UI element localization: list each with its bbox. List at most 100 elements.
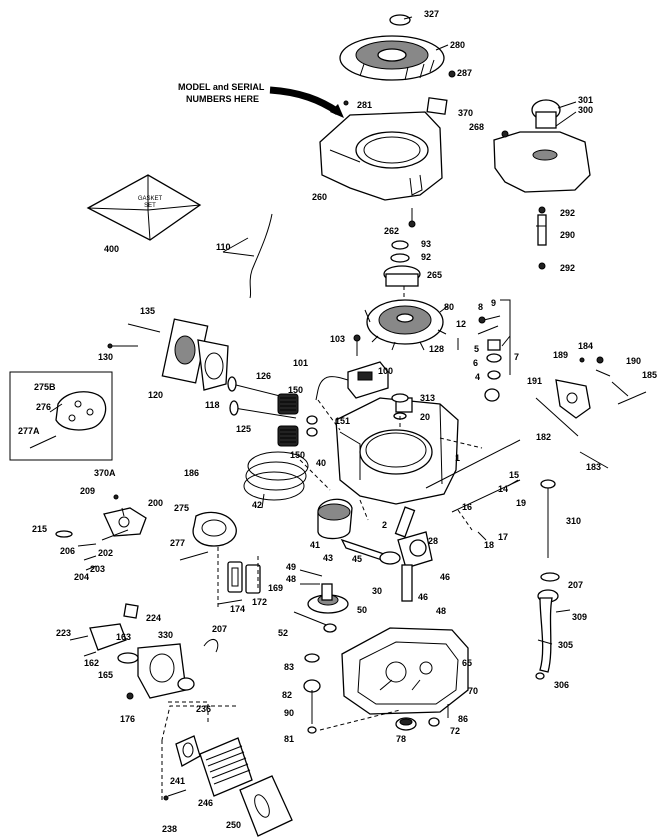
model-serial-note-line1: MODEL and SERIAL	[178, 82, 265, 92]
label-172: 172	[252, 597, 267, 607]
piston-connecting-rod	[317, 498, 401, 565]
label-50: 50	[357, 605, 367, 615]
governor-linkage-parts	[457, 299, 511, 402]
label-185: 185	[642, 370, 657, 380]
muffler-guard-inset	[9, 371, 113, 461]
part-number-labels: MODEL and SERIAL NUMBERS HERE 327 280 28…	[18, 9, 657, 834]
dashed-assembly-leaders	[161, 286, 483, 741]
label-370A: 370A	[94, 468, 116, 478]
label-163: 163	[116, 632, 131, 642]
model-serial-note-line2: NUMBERS HERE	[186, 94, 259, 104]
label-40: 40	[316, 458, 326, 468]
label-307: 207	[568, 580, 583, 590]
label-165: 165	[98, 670, 113, 680]
label-65: 65	[462, 658, 472, 668]
label-8: 8	[478, 302, 483, 312]
label-6: 6	[473, 358, 478, 368]
fuel-tank-group	[493, 99, 591, 270]
label-174: 174	[230, 604, 245, 614]
label-275B: 275B	[34, 382, 56, 392]
label-182: 182	[536, 432, 551, 442]
label-leader-lines	[49, 16, 577, 645]
label-15: 15	[509, 470, 519, 480]
fuel-pump-group	[69, 603, 219, 700]
label-72: 72	[450, 726, 460, 736]
label-46-upper: 46	[440, 572, 450, 582]
label-202: 202	[98, 548, 113, 558]
breather-tube	[249, 213, 273, 299]
piston-rings	[243, 451, 309, 501]
flywheel-group	[364, 240, 449, 351]
label-41: 41	[310, 540, 320, 550]
label-306: 306	[554, 680, 569, 690]
label-118: 118	[205, 400, 220, 410]
oil-drain-group	[303, 653, 401, 734]
air-cleaner-group	[161, 701, 293, 837]
label-80: 80	[444, 302, 454, 312]
label-280: 280	[450, 40, 465, 50]
label-49: 49	[286, 562, 296, 572]
dipstick-tube-group	[535, 479, 571, 680]
label-151: 151	[335, 416, 350, 426]
label-1: 1	[455, 453, 460, 463]
label-12: 12	[456, 319, 466, 329]
model-serial-arrow	[269, 86, 340, 115]
label-276: 276	[36, 402, 51, 412]
label-48b: 48	[436, 606, 446, 616]
label-120: 120	[148, 390, 163, 400]
label-277: 277	[170, 538, 185, 548]
label-30: 30	[372, 586, 382, 596]
label-43: 43	[323, 553, 333, 563]
label-189: 189	[553, 350, 568, 360]
crankcase-sump	[341, 627, 469, 715]
label-48: 48	[286, 574, 296, 584]
label-313: 313	[420, 393, 435, 403]
label-81: 81	[284, 734, 294, 744]
blower-housing	[319, 97, 448, 228]
label-103: 103	[330, 334, 345, 344]
label-70: 70	[468, 686, 478, 696]
label-287: 287	[457, 68, 472, 78]
label-176: 176	[120, 714, 135, 724]
label-126: 126	[256, 371, 271, 381]
label-18: 18	[484, 540, 494, 550]
label-101: 101	[293, 358, 308, 368]
label-9: 9	[491, 298, 496, 308]
label-125: 125	[236, 424, 251, 434]
carburetor-intake-group	[107, 318, 229, 391]
label-42: 42	[252, 500, 262, 510]
label-100: 100	[378, 366, 393, 376]
cylinder-block	[335, 393, 521, 513]
label-190: 190	[626, 356, 641, 366]
label-209: 209	[80, 486, 95, 496]
crankshaft	[394, 506, 433, 602]
label-200: 200	[148, 498, 163, 508]
label-162: 162	[84, 658, 99, 668]
label-207: 207	[212, 624, 227, 634]
label-52: 52	[278, 628, 288, 638]
label-206: 206	[60, 546, 75, 556]
label-309: 309	[572, 612, 587, 622]
label-93: 93	[421, 239, 431, 249]
label-46-lower: 46	[418, 592, 428, 602]
label-290: 290	[560, 230, 575, 240]
label-4: 4	[475, 372, 480, 382]
label-277A: 277A	[18, 426, 40, 436]
label-16: 16	[462, 502, 472, 512]
label-236: 236	[196, 704, 211, 714]
camshaft-group	[293, 569, 349, 633]
breather-cover-group	[217, 540, 261, 610]
label-191: 191	[527, 376, 542, 386]
label-203: 203	[90, 564, 105, 574]
label-275: 275	[174, 503, 189, 513]
label-130: 130	[98, 352, 113, 362]
label-169: 169	[268, 583, 283, 593]
label-260: 260	[312, 192, 327, 202]
label-150-upper: 150	[288, 385, 303, 395]
label-246: 246	[198, 798, 213, 808]
label-224: 224	[146, 613, 161, 623]
label-150-lower: 150	[290, 450, 305, 460]
label-110: 110	[216, 242, 231, 252]
label-183: 183	[586, 462, 601, 472]
